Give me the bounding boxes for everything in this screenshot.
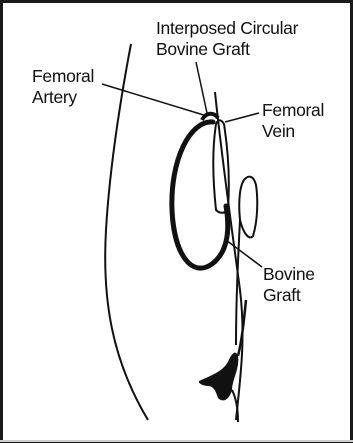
label-graft-title-line1: Interposed Circular: [156, 18, 299, 38]
label-bovine-line1: Bovine: [263, 264, 315, 284]
label-bovine-line2: Graft: [263, 285, 301, 305]
pointer-bovine: [226, 240, 262, 267]
lower-vessel: [232, 390, 238, 422]
vein-bulge: [239, 177, 257, 238]
label-artery-line2: Artery: [32, 87, 77, 107]
pointer-artery: [102, 84, 207, 116]
femoral-vein-segment: [213, 120, 228, 213]
label-graft-title-line2: Bovine Graft: [156, 39, 250, 59]
leg-left-contour: [105, 44, 148, 420]
label-artery-line1: Femoral: [32, 66, 94, 86]
bovine-graft-loop: [172, 122, 228, 268]
pointer-graft-title: [196, 62, 207, 113]
pointer-vein: [225, 113, 259, 122]
label-vein-line2: Vein: [262, 121, 295, 141]
label-vein-line1: Femoral: [262, 100, 324, 120]
